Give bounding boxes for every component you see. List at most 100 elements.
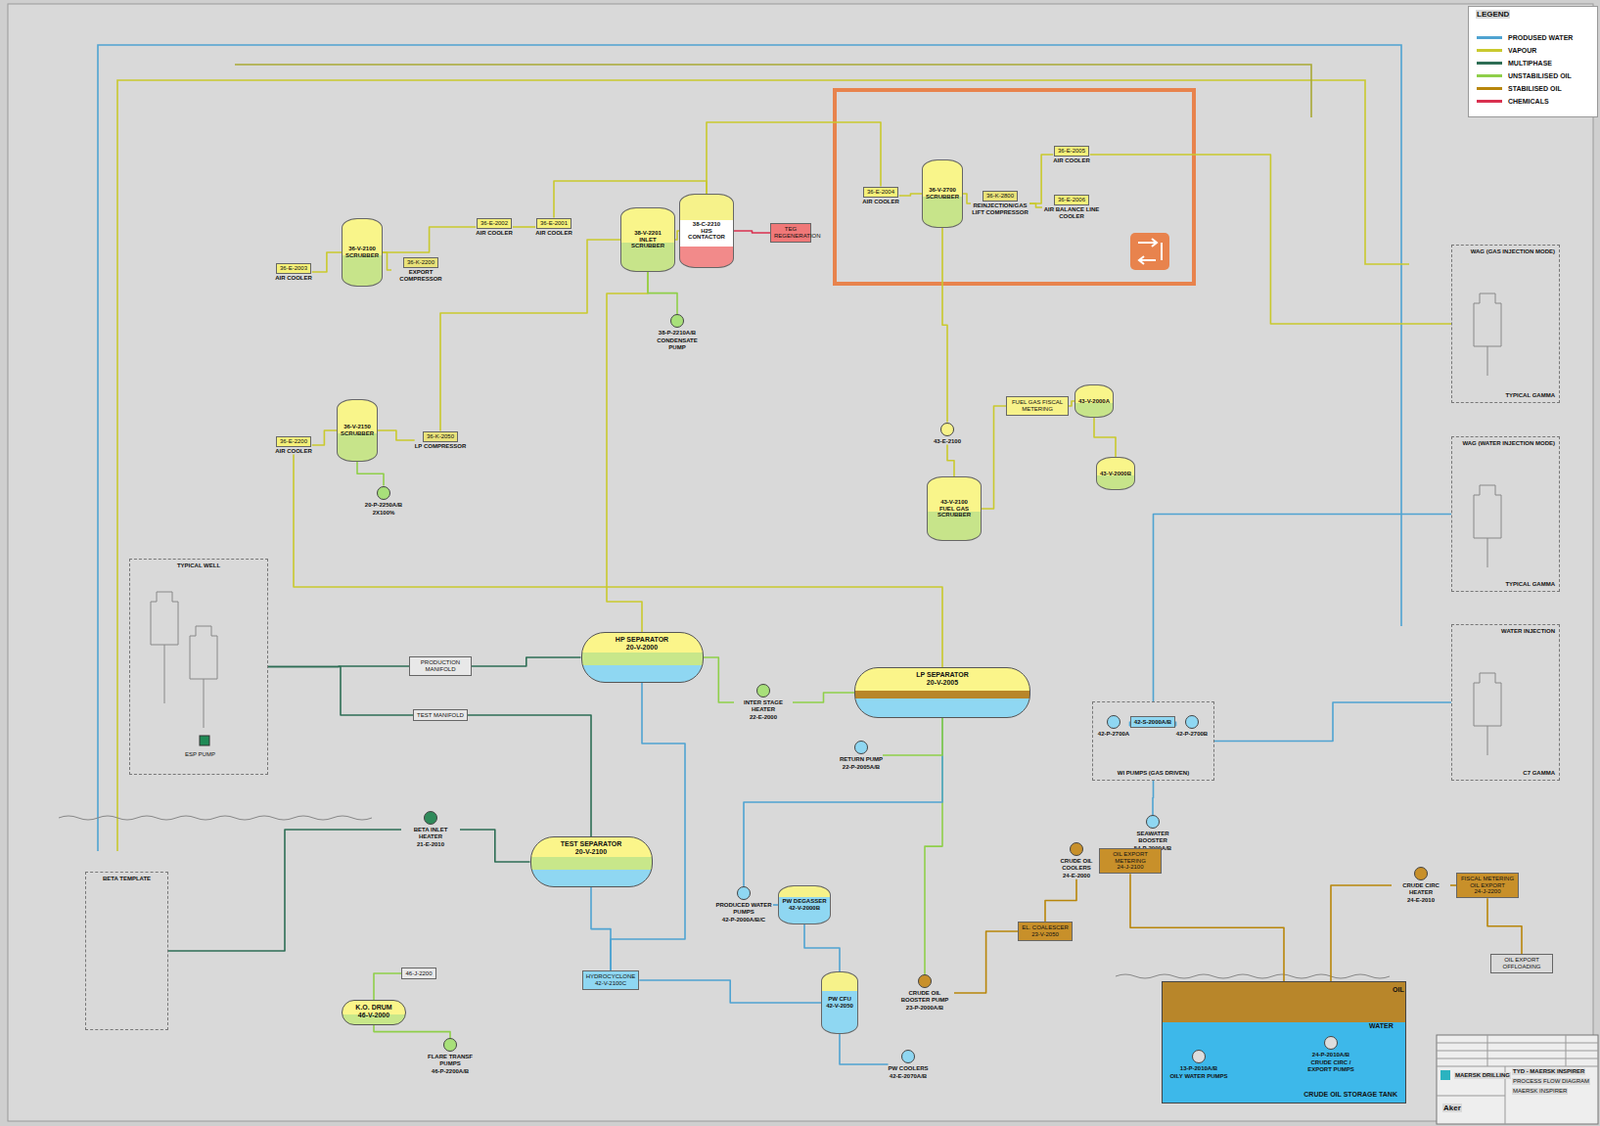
well-area: WAG (GAS INJECTION MODE)TYPICAL GAMMA [1451, 244, 1560, 404]
metering-package: FUEL GAS FISCAL METERING [1005, 396, 1069, 416]
air-cooler: 36-E-2006AIR BALANCE LINE COOLER [1042, 194, 1101, 221]
node-text: PW COOLERS [887, 1065, 928, 1073]
sea-level [1115, 974, 1390, 979]
node-text: 36-E-2200 [279, 438, 308, 446]
legend-row: STABILISED OIL [1476, 83, 1562, 93]
node-text: TEG REGENERATION [774, 226, 808, 240]
scrubber-vessel: 36-V-2700SCRUBBER [921, 159, 963, 229]
node-text: 36-V-2700 [925, 186, 960, 194]
pipe-line [1090, 154, 1452, 324]
equipment-box: 36-E-2002 [476, 218, 512, 229]
node-text: 24-E-2010 [1407, 897, 1435, 905]
node-text: 24-E-2000 [1062, 872, 1091, 880]
node-text: AIR BALANCE LINE COOLER [1042, 206, 1101, 221]
well-sketch [1473, 673, 1502, 756]
equipment-symbol [736, 886, 751, 901]
pipe-line [1094, 417, 1116, 458]
node-text: EXPORT COMPRESSOR [391, 269, 451, 283]
scrubber-vessel: 43-V-2100FUEL GAS SCRUBBER [926, 476, 982, 542]
pipe-line [373, 973, 403, 1001]
equipment-symbol [376, 486, 391, 501]
node-text: SCRUBBER [925, 193, 960, 201]
node-text: 36-K-2200 [407, 259, 435, 267]
pipe-line [312, 430, 337, 446]
node-text: FUEL GAS FISCAL METERING [1009, 399, 1065, 413]
equipment-box: 36-K-2200 [403, 257, 439, 269]
legend-row: PRODUSED WATER [1476, 32, 1573, 43]
legend-text: MULTIPHASE [1508, 59, 1553, 67]
node-text: 42-V-2100C [586, 980, 637, 988]
pipe-line [639, 980, 822, 1004]
node-text: HP SEPARATOR [590, 636, 695, 644]
pipe-line [168, 829, 402, 952]
compressor: 36-K-2800REINJECTION/GAS LIFT COMPRESSOR [970, 190, 1030, 217]
flow-icon-glyph [1138, 238, 1162, 265]
node-text: 36-K-2050 [426, 433, 455, 441]
equipment-symbol [901, 1050, 915, 1064]
legend-text: STABILISED OIL [1508, 85, 1562, 92]
equipment-box: 36-E-2001 [536, 218, 572, 229]
node-text: WATER INJECTION [1501, 628, 1555, 636]
node-text: AIR COOLER [535, 229, 573, 237]
equipment-box: 36-K-2050 [422, 431, 458, 443]
node-text: 43-E-2100 [933, 438, 961, 446]
node-text: SEAWATER BOOSTER [1123, 830, 1183, 845]
node-text: SCRUBBER [340, 430, 374, 438]
legend-box: PRODUSED WATERVAPOURMULTIPHASEUNSTABILIS… [1467, 5, 1599, 118]
annotation-label: TYD - MAERSK INSPIRER [1511, 1068, 1586, 1076]
node-text: 23-P-2000A/B [906, 1005, 944, 1012]
node-text: 43-V-2100 [930, 499, 978, 506]
drawing-frame [7, 3, 1594, 1122]
equipment-symbol [1191, 1050, 1206, 1064]
well-sketch [150, 592, 179, 704]
pipe-line [962, 193, 971, 204]
equipment-symbol [1069, 842, 1084, 857]
title-block [1436, 1035, 1599, 1125]
node-text: 36-E-2001 [540, 220, 568, 228]
pipe-line [467, 715, 592, 837]
air-cooler: 36-E-2004AIR COOLER [862, 186, 900, 206]
node-text: FUEL GAS SCRUBBER [930, 505, 978, 520]
node-text: INTER STAGE HEATER [733, 699, 793, 714]
coalescer: EL. COALESCER23-V-2050 [1017, 921, 1073, 942]
pipe-line [942, 228, 948, 423]
pipe-line [373, 1025, 451, 1039]
legend-row: CHEMICALS [1476, 95, 1550, 106]
node-text: RETURN PUMP [839, 756, 883, 764]
pipe-line [377, 430, 415, 441]
heater: 43-E-2100 [933, 422, 961, 446]
node-text: 43-V-2000B [1099, 470, 1132, 478]
node-text: 22-E-2000 [749, 714, 778, 722]
node-text: CONDENSATE PUMP [647, 337, 707, 352]
title-block-grid [1436, 1035, 1599, 1125]
node-text: 42-P-2700B [1176, 731, 1208, 738]
pipe-line [610, 683, 686, 971]
hydrocyclone: HYDROCYCLONE42-V-2100C [582, 970, 640, 991]
pipe-line [268, 667, 413, 717]
pump-package: WI PUMPS (GAS DRIVEN)42-P-2700A42-S-2000… [1092, 701, 1215, 781]
regeneration-package: TEG REGENERATION [770, 223, 812, 243]
node-text: 36-V-2150 [340, 423, 374, 431]
node-text: CRUDE OIL STORAGE TANK [1303, 1091, 1398, 1099]
node-text: 36-E-2005 [1057, 147, 1086, 155]
node-text: 42-E-2070A/B [889, 1073, 927, 1081]
node-text: 42-S-2000A/B [1134, 719, 1172, 727]
node-text: WAG (WATER INJECTION MODE) [1462, 440, 1555, 448]
node-text: 22-P-2005A/B [842, 764, 880, 772]
node-text: 21-E-2010 [416, 841, 445, 849]
pipe-line [440, 239, 621, 432]
legend-swatch [1476, 61, 1503, 65]
equipment-box: 36-E-2004 [863, 186, 899, 198]
scrubber-vessel: 36-V-2100SCRUBBER [341, 218, 383, 287]
node-text: TEST MANIFOLD [416, 712, 464, 720]
equipment-symbol [854, 740, 869, 755]
node-text: 20-V-2005 [863, 679, 1022, 687]
contactor-column: 38-C-2210H2S CONTACTOR [679, 193, 734, 269]
node-text: 36-E-2002 [480, 220, 508, 228]
node-text: OIL EXPORT OFFLOADING [1494, 957, 1550, 971]
node-text: 38-P-2210A/B [658, 329, 696, 337]
node-text: 36-E-2004 [867, 188, 895, 196]
node-text: AIR COOLER [1052, 157, 1091, 165]
node-text: OIL EXPORT METERING [1102, 851, 1158, 866]
